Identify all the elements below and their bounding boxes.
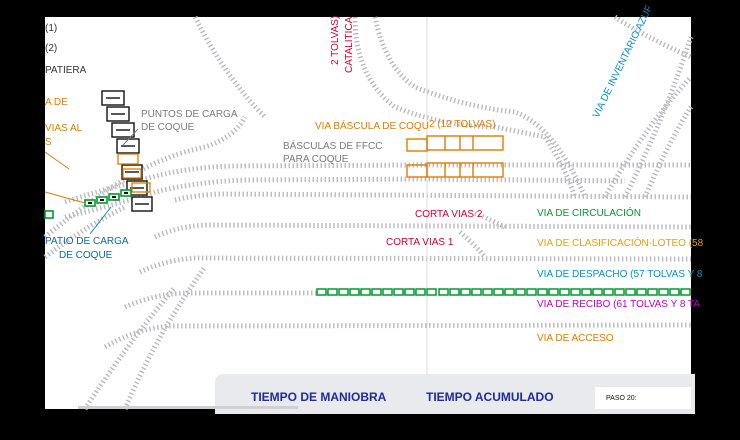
despacho-car bbox=[537, 288, 548, 296]
branch-tracks bbox=[43, 14, 694, 411]
despacho-car bbox=[460, 288, 471, 296]
coque-cars-left bbox=[117, 153, 151, 193]
track-left-diag bbox=[82, 285, 177, 411]
track-coque-upper bbox=[64, 162, 691, 205]
vias-al-label: VIAS AL bbox=[45, 123, 83, 134]
tolvas-rotated-label: 2 TOLVAS) bbox=[330, 15, 341, 65]
loading-points bbox=[101, 90, 153, 212]
despacho-car bbox=[680, 288, 691, 296]
track-coque-lower bbox=[64, 176, 626, 220]
despacho-car bbox=[581, 288, 592, 296]
track-inventario-2 bbox=[622, 36, 694, 199]
despacho-car bbox=[449, 288, 460, 296]
despacho-car bbox=[327, 288, 338, 296]
horizontal-scrollbar[interactable] bbox=[78, 406, 298, 409]
track-layer bbox=[43, 14, 694, 411]
left-list-item-2: (2) bbox=[45, 43, 58, 54]
rail-yard-diagram: (1) (2) PATIERA A DE VIAS AL S PUNTOS DE… bbox=[43, 4, 703, 414]
despacho-car bbox=[360, 288, 371, 296]
corta-vias-1-label: CORTA VIAS 1 bbox=[386, 237, 454, 248]
left-list-item-1: (1) bbox=[45, 23, 58, 34]
despacho-car bbox=[614, 288, 625, 296]
patiera-label: PATIERA bbox=[45, 65, 87, 76]
via-circulacion-label: VIA DE CIRCULACIÓN bbox=[537, 208, 641, 219]
despacho-car bbox=[526, 288, 537, 296]
catalitica-label: CATALITICA bbox=[344, 16, 355, 73]
tiempo-maniobra-label: TIEMPO DE MANIOBRA bbox=[251, 390, 387, 404]
despacho-car bbox=[658, 288, 669, 296]
s-cut-label: S bbox=[45, 137, 52, 148]
paso-label: PASO 20: bbox=[606, 395, 637, 402]
despacho-car bbox=[570, 288, 581, 296]
despacho-car bbox=[316, 288, 327, 296]
despacho-car bbox=[382, 288, 393, 296]
track-clasificacion bbox=[153, 222, 692, 240]
despacho-car bbox=[426, 288, 437, 296]
tiempo-acumulado-label: TIEMPO ACUMULADO bbox=[426, 390, 554, 404]
despacho-car bbox=[471, 288, 482, 296]
despacho-car bbox=[592, 288, 603, 296]
basculas-label-2: PARA COQUE bbox=[283, 154, 349, 165]
bascula-cars bbox=[406, 135, 504, 178]
track-acceso bbox=[103, 322, 692, 350]
despacho-car bbox=[438, 288, 449, 296]
green-car-cores bbox=[88, 192, 128, 204]
via-acceso-label: VIA DE ACCESO bbox=[537, 333, 614, 344]
main-tracks bbox=[64, 162, 692, 350]
despacho-car bbox=[371, 288, 382, 296]
puntos-carga-label-1: PUNTOS DE CARGA bbox=[141, 109, 238, 120]
basculas-label-1: BÁSCULAS DE FFCC bbox=[283, 141, 383, 152]
patio-carga-label-1: PATIO DE CARGA bbox=[45, 236, 129, 247]
despacho-car bbox=[393, 288, 404, 296]
track-left-arc bbox=[43, 115, 248, 239]
paso-box: PASO 20: bbox=[595, 387, 691, 409]
despacho-car bbox=[636, 288, 647, 296]
track-corta-1 bbox=[458, 230, 487, 259]
track-top-left-1 bbox=[192, 15, 267, 119]
despacho-car bbox=[559, 288, 570, 296]
via-recibo-label: VIA DE RECIBO (61 TOLVAS Y 8 TA bbox=[537, 299, 701, 310]
despacho-car bbox=[603, 288, 614, 296]
via-de-cut-label: A DE bbox=[45, 97, 68, 108]
despacho-car bbox=[404, 288, 415, 296]
despacho-car bbox=[415, 288, 426, 296]
despacho-car bbox=[493, 288, 504, 296]
track-despacho bbox=[138, 255, 692, 275]
despacho-car bbox=[338, 288, 349, 296]
track-catalitica-1 bbox=[352, 16, 578, 198]
despacho-car bbox=[515, 288, 526, 296]
via-bascula-label: VIA BÁSCULA DE COQU bbox=[315, 121, 429, 132]
via-clasificacion-label: VIA DE CLASIFICACIÓN-LOTEO (58 bbox=[537, 238, 704, 249]
despacho-car bbox=[669, 288, 680, 296]
puntos-carga-label-2: DE COQUE bbox=[141, 122, 195, 133]
leader-lines bbox=[44, 128, 139, 235]
despacho-car bbox=[647, 288, 658, 296]
via-bascula-2-label: 2 (12 TOLVAS) bbox=[429, 119, 496, 130]
despacho-car bbox=[482, 288, 493, 296]
track-inventario-1 bbox=[602, 75, 693, 199]
track-inventario-3 bbox=[642, 105, 694, 198]
despacho-cars bbox=[316, 288, 691, 296]
track-right-1 bbox=[613, 14, 692, 60]
despacho-car bbox=[349, 288, 360, 296]
despacho-car bbox=[548, 288, 559, 296]
patio-carga-label-2: DE COQUE bbox=[59, 250, 113, 261]
despacho-car bbox=[625, 288, 636, 296]
corta-vias-2-label: CORTA VIAS 2 bbox=[415, 209, 483, 220]
track-left-arc-2 bbox=[43, 204, 127, 260]
track-circulacion bbox=[174, 191, 692, 203]
despacho-car bbox=[504, 288, 515, 296]
via-despacho-label: VIA DE DESPACHO (57 TOLVAS Y 8 bbox=[537, 269, 703, 280]
